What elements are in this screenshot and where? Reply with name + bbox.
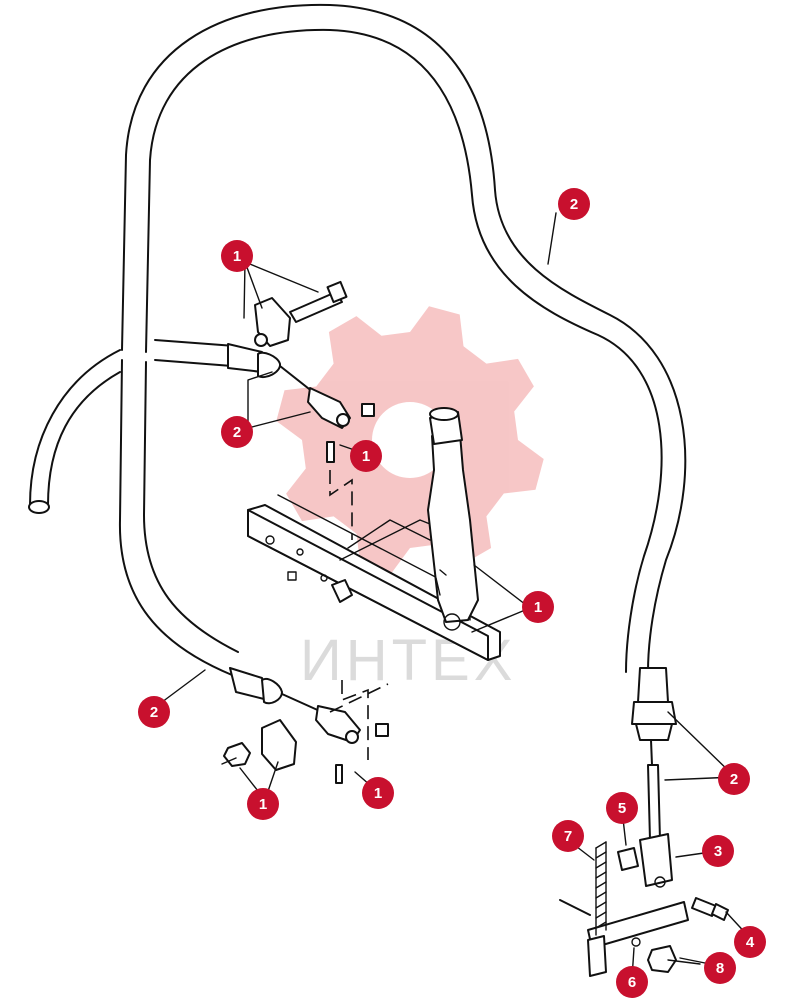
callout-1: 1	[362, 777, 394, 809]
callout-circle	[350, 440, 382, 472]
lower-cable-clamp	[221, 719, 297, 771]
callout-1: 1	[221, 240, 253, 272]
callout-label: 5	[618, 800, 626, 817]
upper-cable-clamp	[254, 280, 348, 347]
callout-circle	[221, 416, 253, 448]
callout-8: 8	[704, 952, 736, 984]
callout-markers: 1 2 1 2 1 1 2 1 2 5 7 3 4 6 8	[138, 188, 766, 998]
callout-label: 3	[714, 843, 722, 860]
callout-2: 2	[138, 696, 170, 728]
upper-pin-set	[326, 403, 375, 540]
callout-circle	[702, 835, 734, 867]
cable-loop-main	[121, 3, 687, 673]
cable-cut-end	[28, 349, 121, 514]
callout-label: 2	[150, 704, 158, 721]
callout-label: 1	[362, 448, 370, 465]
callout-circle	[522, 591, 554, 623]
callout-label: 1	[534, 599, 542, 616]
callout-circle	[138, 696, 170, 728]
callout-7: 7	[552, 820, 584, 852]
callout-1: 1	[350, 440, 382, 472]
lower-cable-end	[229, 667, 389, 784]
callout-circle	[221, 240, 253, 272]
callout-circle	[616, 966, 648, 998]
callout-label: 1	[259, 796, 267, 813]
callout-2: 2	[718, 763, 750, 795]
callout-circle	[247, 788, 279, 820]
callout-label: 4	[746, 934, 755, 951]
control-lever-assembly	[247, 407, 501, 661]
callout-label: 1	[374, 785, 382, 802]
callout-label: 2	[233, 424, 241, 441]
callout-circle	[718, 763, 750, 795]
callout-circle	[734, 926, 766, 958]
callout-circle	[552, 820, 584, 852]
callout-5: 5	[606, 792, 638, 824]
callout-1: 1	[522, 591, 554, 623]
cable-lower-left	[118, 359, 239, 676]
callout-circle	[558, 188, 590, 220]
callout-circle	[362, 777, 394, 809]
callout-label: 2	[570, 196, 578, 213]
callout-label: 8	[716, 960, 724, 977]
callout-3: 3	[702, 835, 734, 867]
gear-logo-watermark: ИНТЕХ	[276, 306, 544, 693]
callout-label: 2	[730, 771, 738, 788]
bottom-bracket-assembly	[559, 833, 729, 977]
callout-circle	[704, 952, 736, 984]
callout-2: 2	[558, 188, 590, 220]
callout-label: 6	[628, 974, 636, 991]
callout-label: 1	[233, 248, 241, 265]
callout-6: 6	[616, 966, 648, 998]
callout-1: 1	[247, 788, 279, 820]
upper-cable-end	[154, 339, 351, 429]
callout-4: 4	[734, 926, 766, 958]
callout-label: 7	[564, 828, 572, 845]
callout-2: 2	[221, 416, 253, 448]
right-cable-fitting	[631, 667, 677, 841]
leader-lines	[153, 212, 751, 979]
callout-circle	[606, 792, 638, 824]
